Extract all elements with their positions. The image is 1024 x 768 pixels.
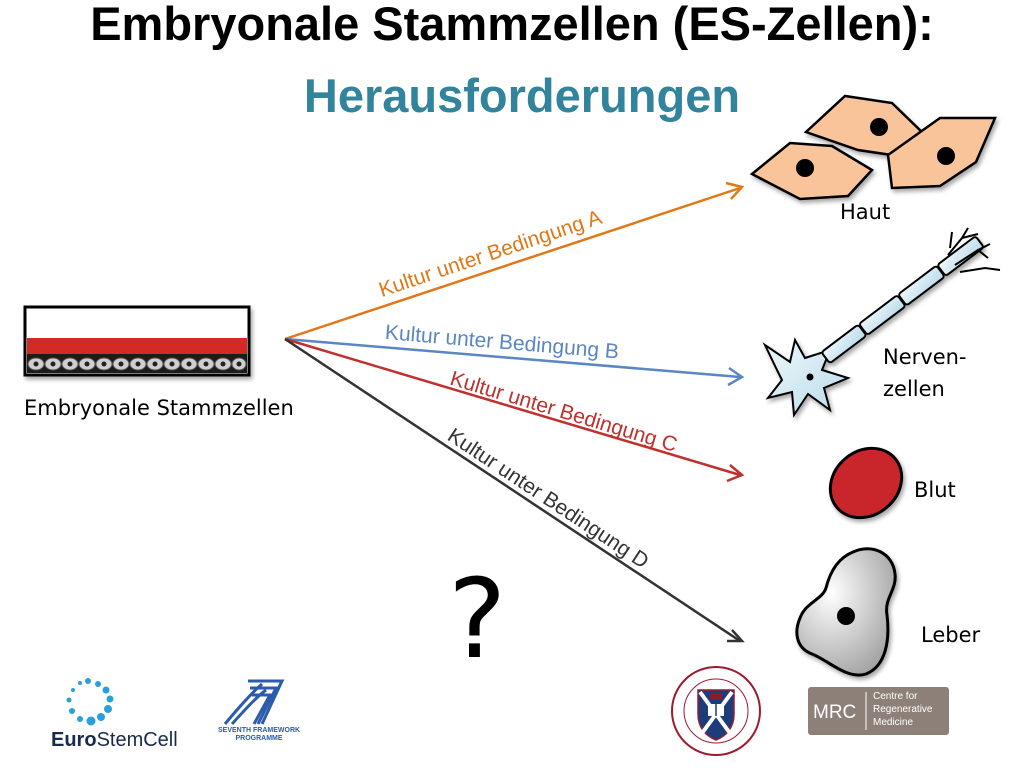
eurostemcell-part2: StemCell	[97, 729, 178, 751]
fp7-logo: SEVENTH FRAMEWORK PROGRAMME	[218, 727, 300, 743]
liver-cell-icon	[797, 549, 895, 675]
target-label-blut: Blut	[914, 474, 956, 506]
skin-cells-icon	[752, 96, 995, 199]
target-label-leber: Leber	[921, 619, 980, 651]
blood-cell-icon	[816, 434, 915, 532]
eurostemcell-logo-icon	[67, 678, 114, 726]
target-label-nerven-line1: Nerven-	[883, 341, 967, 373]
mrc-line2: Regenerative	[873, 703, 932, 716]
arrow-condition-a	[285, 183, 742, 339]
unknown-outcome-marker: ?	[448, 555, 506, 683]
culture-dish-icon	[25, 307, 249, 375]
nerve-cell-icon	[765, 236, 984, 415]
target-label-haut: Haut	[840, 196, 890, 228]
fp7-line1: SEVENTH FRAMEWORK	[218, 727, 300, 735]
mrc-line1: Centre for	[873, 690, 932, 703]
mrc-line3: Medicine	[873, 716, 932, 729]
mrc-name: Centre for Regenerative Medicine	[873, 690, 932, 729]
eurostemcell-logo: EuroStemCell	[51, 729, 178, 752]
fp7-logo-icon	[225, 681, 282, 724]
eurostemcell-part1: Euro	[51, 729, 97, 751]
edinburgh-crest-icon	[672, 667, 760, 755]
fp7-line2: PROGRAMME	[218, 735, 300, 743]
mrc-abbr: MRC	[813, 702, 856, 724]
target-label-nerven-line2: zellen	[883, 373, 945, 405]
source-label: Embryonale Stammzellen	[24, 392, 294, 424]
